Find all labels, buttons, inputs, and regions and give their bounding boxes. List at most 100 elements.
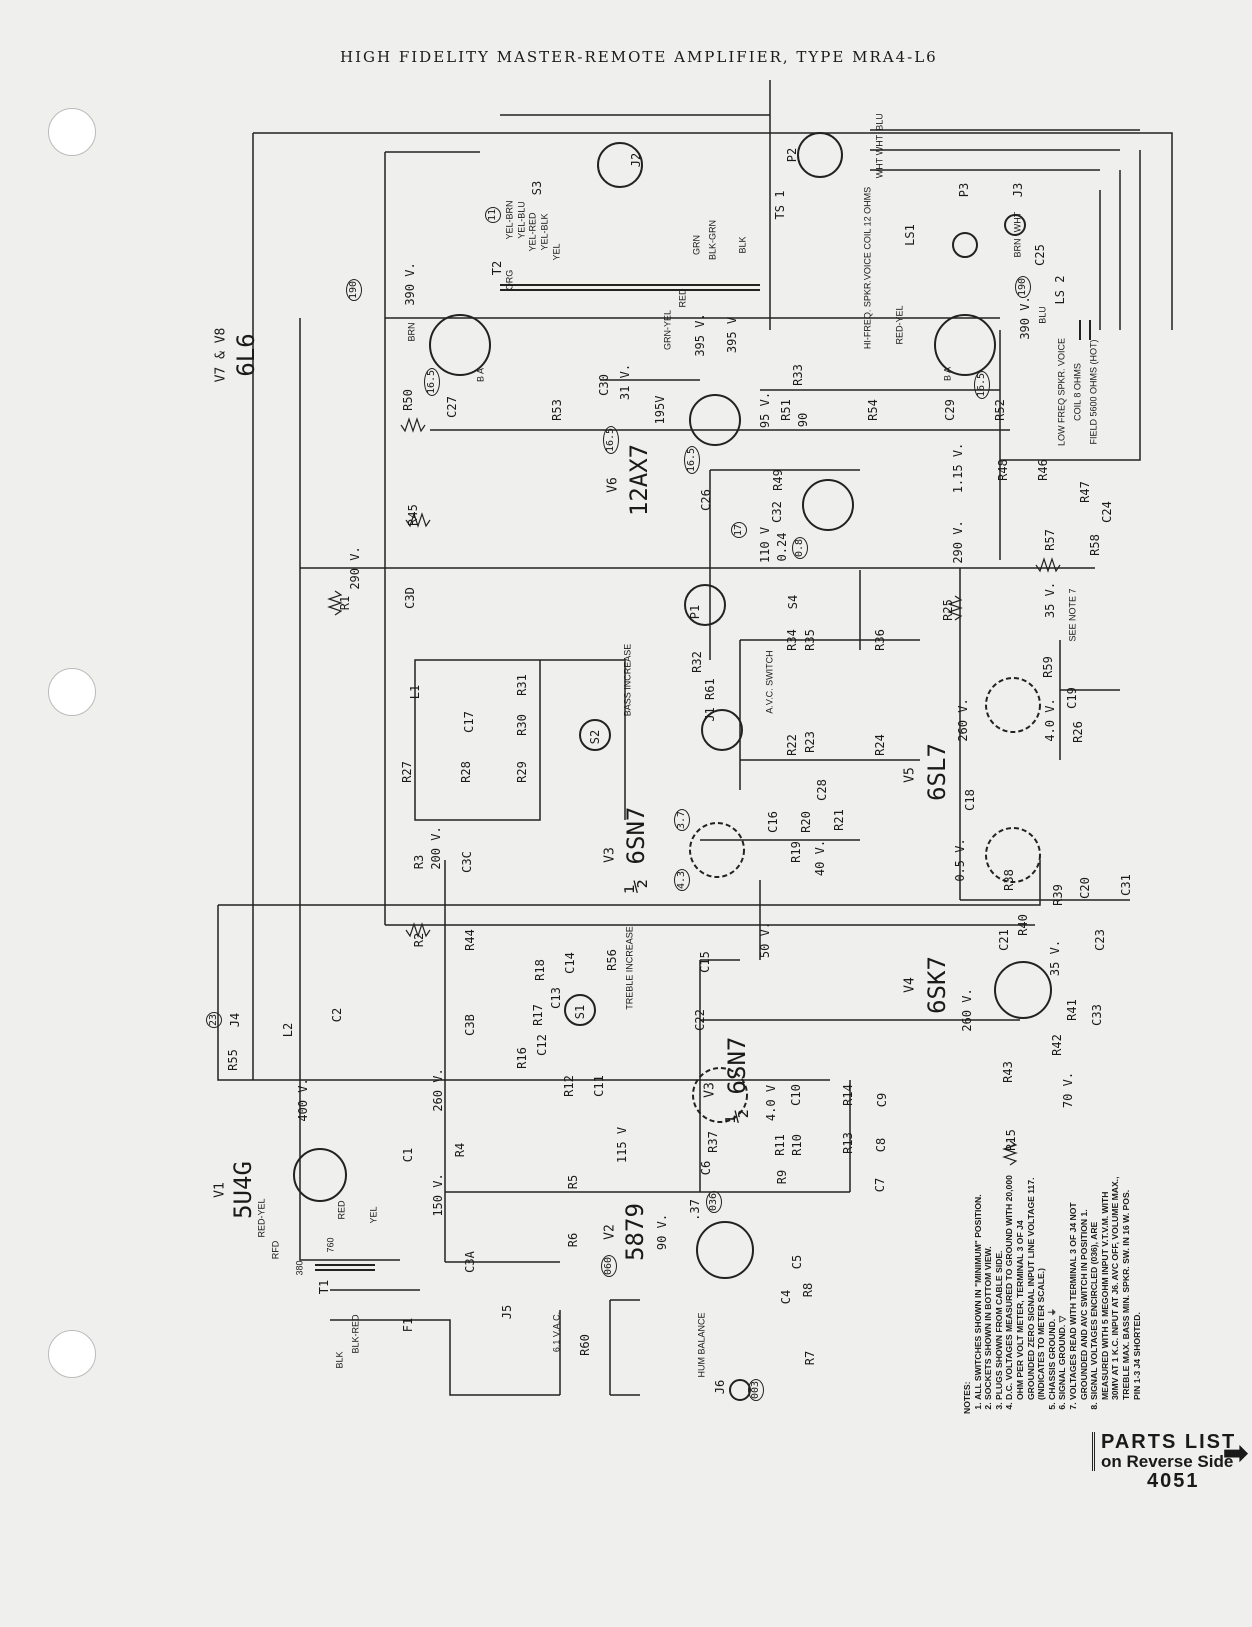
label-c2: C2: [330, 1007, 344, 1023]
label-r52: R52: [993, 399, 1007, 421]
label-wblk2: BLK: [334, 1351, 345, 1369]
label-v290b: 290 V.: [348, 546, 362, 590]
label-v35a: 35 V.: [1043, 581, 1057, 619]
label-l1: L1: [408, 684, 422, 700]
label-c43: 4.3: [674, 868, 690, 892]
label-w760: 760: [325, 1237, 336, 1253]
label-wbrn2: BRN: [1012, 238, 1023, 258]
label-r16: R16: [515, 1047, 529, 1069]
label-c31: C31: [1119, 874, 1133, 896]
label-wyelblu: YEL-BLU: [516, 201, 527, 239]
label-l2: L2: [281, 1022, 295, 1038]
label-c11: C11: [592, 1075, 606, 1097]
label-wredyel: RED-YEL: [894, 305, 905, 345]
label-ls1: LS1: [903, 224, 917, 246]
parts-list-callout: PARTS LIST on Reverse Side ➡: [1092, 1431, 1248, 1471]
label-c9: C9: [875, 1092, 889, 1108]
label-r38: R38: [1002, 869, 1016, 891]
label-r25: R25: [941, 599, 955, 621]
label-r3: R3: [412, 854, 426, 870]
label-c190a: 190: [346, 278, 362, 302]
parts-list-title: PARTS LIST: [1101, 1431, 1237, 1453]
label-r10: R10: [790, 1134, 804, 1156]
label-wblu2: BLU: [1037, 306, 1048, 324]
label-r40: R40: [1016, 914, 1030, 936]
label-v200: 200 V.: [429, 826, 443, 870]
label-t1: T1: [317, 1279, 331, 1295]
label-lofreq3: FIELD 5600 OHMS (HOT): [1088, 339, 1099, 445]
label-r28: R28: [459, 761, 473, 783]
label-r4: R4: [453, 1142, 467, 1158]
label-r37: R37: [706, 1131, 720, 1153]
label-c32: C32: [770, 501, 784, 523]
label-c190b: 190: [1015, 275, 1031, 299]
binder-hole: [48, 668, 96, 716]
label-v260b: 260 V.: [960, 988, 974, 1032]
note-item: Sockets shown in bottom view.: [983, 1174, 994, 1400]
notes-block: Notes: All switches shown in "minimum" p…: [962, 1174, 1142, 1414]
label-r23: R23: [803, 731, 817, 753]
label-c20: C20: [1078, 877, 1092, 899]
label-wyel: YEL: [551, 243, 562, 261]
label-c11: 11: [485, 206, 501, 224]
label-c17: 17: [731, 521, 747, 539]
label-c29: C29: [943, 399, 957, 421]
label-hifreq: HI-FREQ. SPKR.VOICE COIL 12 OHMS: [862, 186, 873, 350]
label-c5: C5: [790, 1254, 804, 1270]
label-r26: R26: [1071, 721, 1085, 743]
label-r13: R13: [841, 1132, 855, 1154]
label-r54: R54: [866, 399, 880, 421]
label-c165a: 16.5: [424, 367, 440, 397]
parts-list-subtitle: on Reverse Side: [1101, 1452, 1234, 1471]
label-ba1: B A: [475, 367, 486, 383]
label-hum: HUM BALANCE: [696, 1312, 707, 1378]
label-r24: R24: [873, 734, 887, 756]
label-r32: R32: [690, 651, 704, 673]
document-number: 4051: [1147, 1470, 1200, 1492]
label-c17: C17: [462, 711, 476, 733]
label-vac: 6.1 V.A.C.: [551, 1311, 562, 1353]
label-v4: V4: [902, 977, 918, 993]
label-c21: C21: [997, 929, 1011, 951]
label-j5: J5: [500, 1304, 514, 1320]
label-seenote: SEE NOTE 7: [1067, 588, 1078, 642]
label-c060: 060: [601, 1254, 617, 1278]
label-c3d: C3D: [403, 587, 417, 609]
label-c23: C23: [1093, 929, 1107, 951]
label-c08: 0.8: [792, 536, 808, 560]
note-item: Chassis ground. ⏚: [1047, 1174, 1058, 1400]
label-c13: C13: [549, 987, 563, 1009]
label-v260c: 260 V.: [431, 1068, 445, 1112]
binder-hole: [48, 108, 96, 156]
label-c37: 3.7: [674, 808, 690, 832]
label-c003: 003: [748, 1378, 764, 1402]
label-c23: 23: [206, 1011, 222, 1029]
label-v05: 0.5 V.: [953, 838, 967, 882]
label-r2: R2: [412, 932, 426, 948]
label-c165b: 16.5: [974, 370, 990, 400]
label-r53: R53: [550, 399, 564, 421]
label-r59: R59: [1041, 656, 1055, 678]
label-r45: R45: [406, 504, 420, 526]
label-bass: BASS INCREASE: [622, 643, 633, 717]
label-r11: R11: [773, 1134, 787, 1156]
page-title: HIGH FIDELITY MASTER-REMOTE AMPLIFIER, T…: [340, 48, 938, 66]
label-r49: R49: [771, 469, 785, 491]
label-r47: R47: [1078, 481, 1092, 503]
label-v1: V1: [212, 1182, 228, 1198]
label-r7: R7: [803, 1350, 817, 1366]
label-r19: R19: [789, 841, 803, 863]
label-c16: C16: [766, 811, 780, 833]
label-j3: J3: [1011, 182, 1025, 198]
note-item: Voltages read with terminal 3 of J4 not …: [1068, 1174, 1089, 1400]
label-r27: R27: [400, 761, 414, 783]
label-p1: P1: [688, 604, 702, 620]
label-v390a: 390 V.: [403, 262, 417, 306]
label-t5879: 5879: [621, 1203, 649, 1261]
label-v40c: 4.0 V: [764, 1084, 778, 1122]
label-v2: V2: [602, 1224, 618, 1240]
label-r50: R50: [401, 389, 415, 411]
label-c30: C30: [597, 374, 611, 396]
label-t6sn7a: ½ 6SN7: [622, 806, 650, 894]
binder-hole: [48, 1330, 96, 1378]
